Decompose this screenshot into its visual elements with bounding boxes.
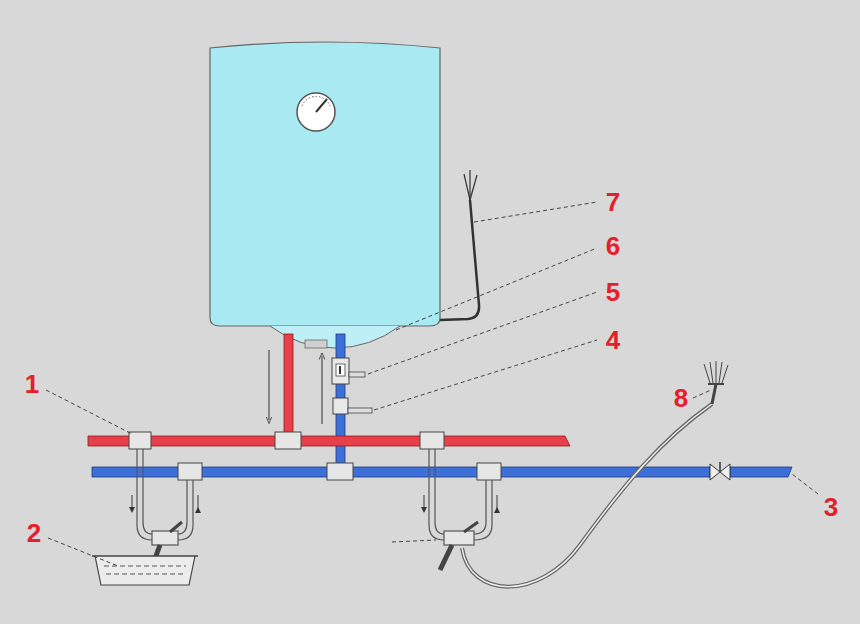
tee-fitting — [129, 432, 501, 480]
callout-number: 8 — [674, 385, 688, 411]
safety-valve — [332, 358, 365, 384]
callout-number: 5 — [606, 279, 620, 305]
shower-hose — [462, 404, 712, 587]
leader-line — [46, 202, 818, 566]
shutoff-valve — [719, 462, 721, 472]
shower-hose — [462, 404, 712, 587]
cold-main — [730, 467, 792, 477]
callout-number: 4 — [606, 327, 620, 353]
callout-number: 3 — [824, 494, 838, 520]
hot-main — [88, 436, 570, 446]
callout-number: 1 — [25, 371, 39, 397]
drain-tap — [333, 398, 372, 414]
leader-line — [392, 540, 436, 542]
callout-number: 6 — [606, 233, 620, 259]
basin — [92, 556, 198, 585]
hot-pipe — [284, 334, 293, 436]
power-cable — [440, 170, 479, 320]
water-heater-tank — [210, 42, 440, 348]
flow-arrow — [269, 350, 270, 420]
callout-number: 2 — [27, 520, 41, 546]
callout-number: 7 — [606, 189, 620, 215]
shower-mixer — [424, 449, 497, 570]
flow-arrow — [322, 356, 323, 424]
shower-head — [704, 361, 728, 404]
sink-mixer — [132, 449, 198, 572]
